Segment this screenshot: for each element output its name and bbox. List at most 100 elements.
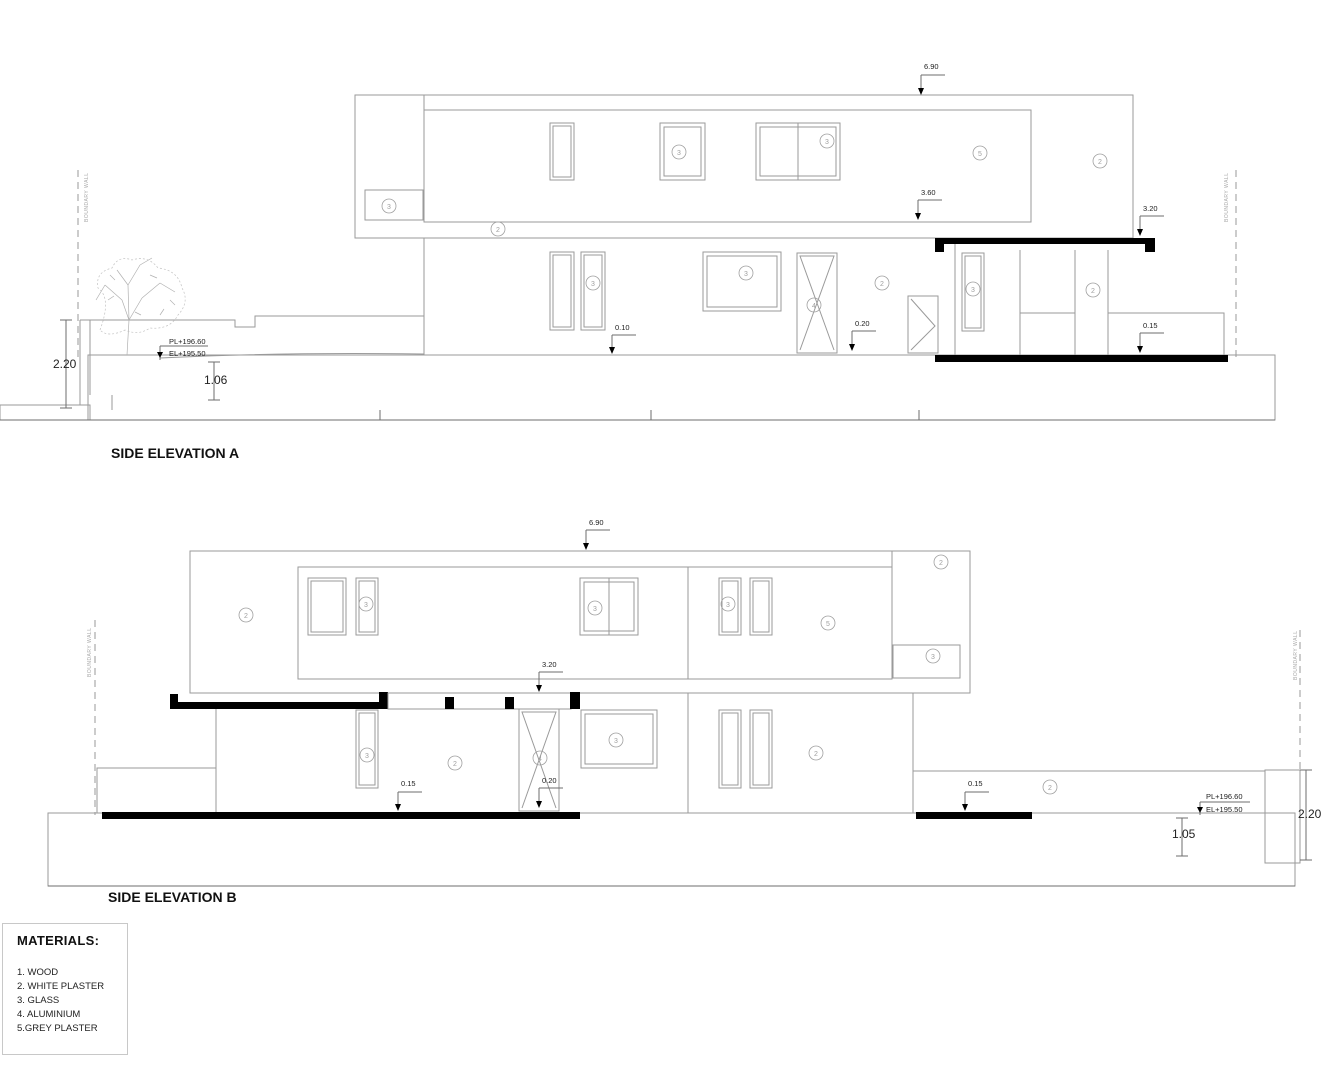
material-tag: 3 [819, 133, 835, 149]
svg-text:3: 3 [614, 738, 618, 745]
svg-text:1.06: 1.06 [204, 373, 228, 387]
svg-text:3: 3 [825, 139, 829, 146]
legend-item: 1. WOOD [17, 967, 59, 978]
svg-text:3: 3 [744, 271, 748, 278]
legend-list: 1. WOOD 2. WHITE PLASTER 3. GLASS 4. ALU… [17, 966, 104, 1036]
material-tag: 2 [808, 745, 824, 761]
canopy-slab-b [170, 702, 388, 709]
svg-text:6.90: 6.90 [589, 518, 604, 527]
svg-text:EL+195.50: EL+195.50 [169, 349, 206, 358]
ground-slab-b-left [102, 812, 580, 819]
boundary-height-dimension-b: 2.20 [1298, 769, 1322, 861]
svg-text:2.20: 2.20 [53, 357, 77, 371]
svg-text:2: 2 [1098, 159, 1102, 166]
svg-text:2: 2 [496, 227, 500, 234]
svg-text:EL+195.50: EL+195.50 [1206, 805, 1243, 814]
svg-text:2: 2 [244, 613, 248, 620]
svg-text:PL+196.60: PL+196.60 [169, 337, 206, 346]
legend-item: 3. GLASS [17, 995, 60, 1006]
material-tag: 2 [874, 275, 890, 291]
svg-text:4: 4 [538, 756, 542, 763]
svg-text:5: 5 [978, 151, 982, 158]
material-tag: 2 [1092, 153, 1108, 169]
depth-dimension-a: 1.06 [204, 361, 228, 401]
svg-text:0.15: 0.15 [968, 779, 983, 788]
svg-text:2.20: 2.20 [1298, 807, 1322, 821]
material-tag: 4 [806, 297, 822, 313]
svg-text:5: 5 [826, 621, 830, 628]
material-tag: 3 [381, 198, 397, 214]
material-tag: 5 [972, 145, 988, 161]
material-tag: 3 [738, 265, 754, 281]
level-marker-b-roof: 6.90 [583, 518, 610, 550]
level-marker-a-ground-mid: 0.10 [609, 323, 636, 354]
side-elevation-a: BOUNDARY WALL BOUNDARY WALL [0, 62, 1276, 461]
site-levels-a: PL+196.60 EL+195.50 [157, 337, 208, 360]
level-marker-b-ground-right: 0.15 [962, 779, 989, 811]
level-marker-a-ground-right: 0.15 [1137, 321, 1164, 353]
material-tag: 3 [671, 144, 687, 160]
material-tag: 3 [608, 732, 624, 748]
elevation-a-title: SIDE ELEVATION A [111, 445, 239, 461]
svg-text:0.20: 0.20 [855, 319, 870, 328]
svg-text:2: 2 [453, 761, 457, 768]
site-levels-b: PL+196.60 EL+195.50 [1197, 792, 1250, 815]
svg-text:2: 2 [814, 751, 818, 758]
boundary-wall-label-right-a: BOUNDARY WALL [1224, 173, 1230, 222]
material-tag: 3 [587, 600, 603, 616]
svg-text:3.20: 3.20 [1143, 204, 1158, 213]
svg-text:3: 3 [726, 602, 730, 609]
level-marker-b-ground-left: 0.15 [395, 779, 422, 811]
svg-text:3: 3 [677, 150, 681, 157]
material-tag: 3 [965, 281, 981, 297]
legend-heading: MATERIALS: [17, 933, 100, 948]
ground-left-strip-a [0, 404, 91, 421]
svg-text:2: 2 [1048, 785, 1052, 792]
svg-text:3: 3 [387, 204, 391, 211]
svg-text:3: 3 [364, 602, 368, 609]
material-tag: 3 [720, 596, 736, 612]
tree-sketch-a [95, 257, 186, 356]
ground-slab-b-right [916, 812, 1032, 819]
materials-legend: MATERIALS: 1. WOOD 2. WHITE PLASTER 3. G… [2, 923, 128, 1055]
svg-text:2: 2 [1091, 288, 1095, 295]
svg-text:0.15: 0.15 [401, 779, 416, 788]
ground-strip-a [87, 354, 1276, 421]
level-marker-a-canopy: 3.20 [1137, 204, 1164, 236]
svg-text:1.05: 1.05 [1172, 827, 1196, 841]
svg-text:4: 4 [812, 303, 816, 310]
boundary-height-dimension-a: 2.20 [53, 319, 77, 409]
material-tag: 2 [1042, 779, 1058, 795]
elevation-b-title: SIDE ELEVATION B [108, 889, 237, 905]
material-tag: 2 [490, 221, 506, 237]
material-tag: 3 [925, 648, 941, 664]
svg-text:3: 3 [593, 606, 597, 613]
material-tag: 3 [359, 747, 375, 763]
level-marker-a-ground-door: 0.20 [849, 319, 876, 351]
svg-text:6.90: 6.90 [924, 62, 939, 71]
material-tag: 5 [820, 615, 836, 631]
ground-slab-a [935, 355, 1228, 362]
svg-text:3: 3 [971, 287, 975, 294]
material-tag: 2 [238, 607, 254, 623]
level-marker-b-ground-door: 0.20 [536, 776, 563, 808]
svg-text:0.10: 0.10 [615, 323, 630, 332]
svg-text:3: 3 [591, 281, 595, 288]
level-marker-a-first: 3.60 [915, 188, 942, 220]
depth-dimension-b: 1.05 [1172, 817, 1196, 857]
svg-text:PL+196.60: PL+196.60 [1206, 792, 1243, 801]
side-elevation-b: BOUNDARY WALL BOUNDARY WALL [47, 518, 1322, 905]
svg-text:3: 3 [931, 654, 935, 661]
ground-strip-b [47, 812, 1296, 887]
svg-text:0.15: 0.15 [1143, 321, 1158, 330]
legend-item: 5.GREY PLASTER [17, 1023, 98, 1034]
svg-text:3.20: 3.20 [542, 660, 557, 669]
boundary-wall-label-left-a: BOUNDARY WALL [84, 173, 90, 222]
level-marker-a-roof: 6.90 [918, 62, 945, 95]
svg-text:2: 2 [939, 560, 943, 567]
material-tag: 2 [447, 755, 463, 771]
legend-item: 4. ALUMINIUM [17, 1009, 81, 1020]
material-tag: 3 [585, 275, 601, 291]
svg-text:3.60: 3.60 [921, 188, 936, 197]
